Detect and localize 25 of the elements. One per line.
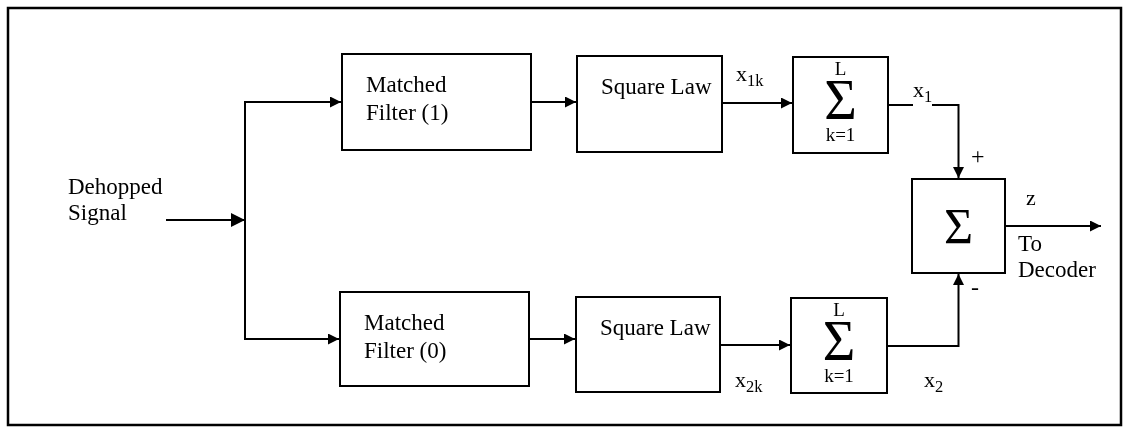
plus-sign: + [971, 143, 985, 169]
process-box [576, 55, 723, 153]
summation-box [790, 297, 888, 394]
arrow [722, 97, 793, 109]
lower-limit: k=1 [823, 365, 855, 386]
block-label: Matched Filter (0) [364, 309, 448, 365]
summing-junction [911, 178, 1006, 274]
arrow [888, 104, 964, 179]
signal-label: To Decoder [1018, 231, 1097, 283]
arrow [531, 96, 577, 108]
process-box [339, 291, 530, 387]
block-label: Matched Filter (1) [366, 71, 450, 127]
signal-label: Dehopped Signal [68, 174, 164, 226]
lower-limit: k=1 [824, 124, 857, 145]
arrow [887, 273, 964, 347]
block-label: Square Law [601, 73, 713, 101]
block-label: Square Law [600, 314, 712, 342]
arrow [529, 333, 576, 345]
sigma-symbol: Σ [942, 200, 975, 252]
summation-box [792, 56, 889, 154]
process-box [341, 53, 532, 151]
minus-sign: - [971, 274, 979, 300]
arrow [720, 339, 791, 351]
process-box [575, 296, 721, 393]
arrow [1005, 220, 1102, 232]
